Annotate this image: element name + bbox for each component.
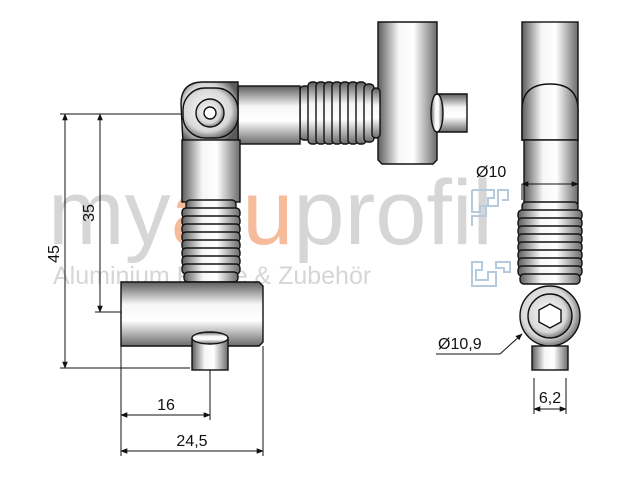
watermark-brand-prefix: my: [48, 162, 171, 264]
side-view: [517, 21, 583, 371]
front-view: [120, 21, 468, 371]
dim-width-total: 24,5: [176, 433, 207, 450]
dim-diameter-head: Ø10,9: [438, 336, 482, 353]
watermark-brand: myaluprofil: [48, 162, 493, 264]
vertical-sleeve: [181, 139, 241, 203]
top-nut-block: [377, 21, 438, 165]
watermark-brand-suffix: profil: [293, 162, 492, 264]
horizontal-spring: [299, 81, 381, 145]
side-pin: [531, 345, 569, 371]
hex-socket-icon: [538, 303, 562, 329]
side-joint: [521, 83, 579, 141]
watermark: myaluprofil Aluminium Profile & Zubehör: [48, 162, 511, 290]
side-spring: [517, 201, 583, 285]
vertical-spring: [181, 199, 241, 283]
dim-width-short: 16: [157, 397, 175, 414]
dim-height-inner: 35: [81, 204, 98, 222]
dimension-labels: 45 35 16 24,5 Ø10 Ø10,9 6,2: [46, 164, 561, 450]
horizontal-sleeve: [237, 85, 301, 145]
profile-logo-icon: [471, 189, 511, 287]
top-nut-pin: [437, 93, 468, 133]
dim-width-side: 6,2: [539, 390, 561, 407]
joint: [180, 81, 239, 145]
dimension-lines: [60, 113, 579, 456]
dim-height-total: 45: [46, 245, 63, 263]
side-sleeve: [523, 139, 579, 205]
dim-diameter-body: Ø10: [476, 164, 506, 181]
